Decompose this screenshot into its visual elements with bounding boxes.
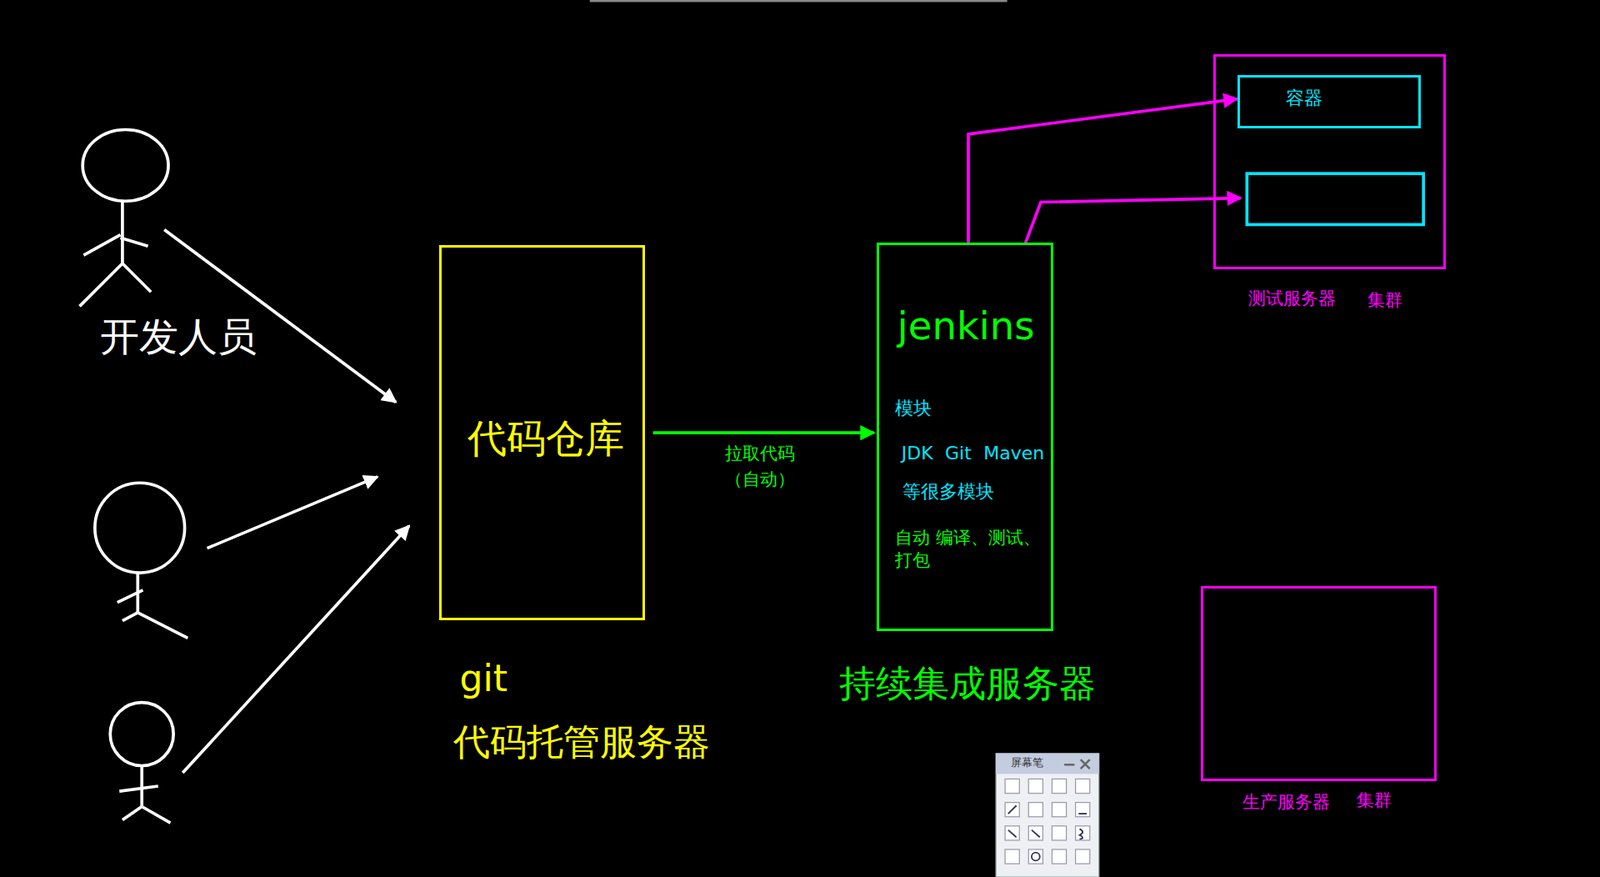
connector: [968, 99, 1238, 244]
screen-pen-toolbar: [995, 753, 1100, 877]
node-text: 测试服务器: [1248, 288, 1336, 310]
container-box: 容器: [1237, 75, 1421, 129]
repo-box: 代码仓库git代码托管服务器: [439, 245, 645, 621]
node-text: 容器: [1285, 87, 1323, 110]
node-text: 模块: [895, 397, 932, 420]
ci-server-box: jenkins模块JDK Git Maven等很多模块自动 编译、测试、打包持续…: [876, 242, 1054, 630]
empty-container: [1246, 173, 1424, 225]
node-text: jenkins: [897, 303, 1035, 350]
connector: [653, 430, 875, 435]
node-text: 代码托管服务器: [453, 720, 710, 765]
commit-arrows: [164, 230, 410, 774]
node-text: 代码仓库: [467, 415, 625, 463]
node-text: 集群: [1356, 790, 1392, 811]
node-text: 集群: [1367, 290, 1403, 311]
node-text: 自动 编译、测试、打包: [895, 526, 1049, 572]
node-text: 生产服务器: [1242, 791, 1330, 813]
test-cluster-box: 测试服务器集群容器: [1213, 54, 1446, 270]
toolbar-title: 屏幕笔: [1010, 755, 1044, 770]
node-text: 持续集成服务器: [839, 661, 1096, 706]
edge-label: 拉取代码 （自动）: [714, 440, 806, 493]
node-text: git: [460, 656, 509, 701]
node-text: JDK Git Maven: [901, 442, 1045, 465]
top-bar: [590, 0, 1008, 2]
prod-cluster-box: 生产服务器集群: [1200, 585, 1437, 781]
node-text: 等很多模块: [902, 480, 995, 503]
deploy-arrow: [1025, 198, 1241, 244]
actor-label: 开发人员: [100, 314, 257, 361]
